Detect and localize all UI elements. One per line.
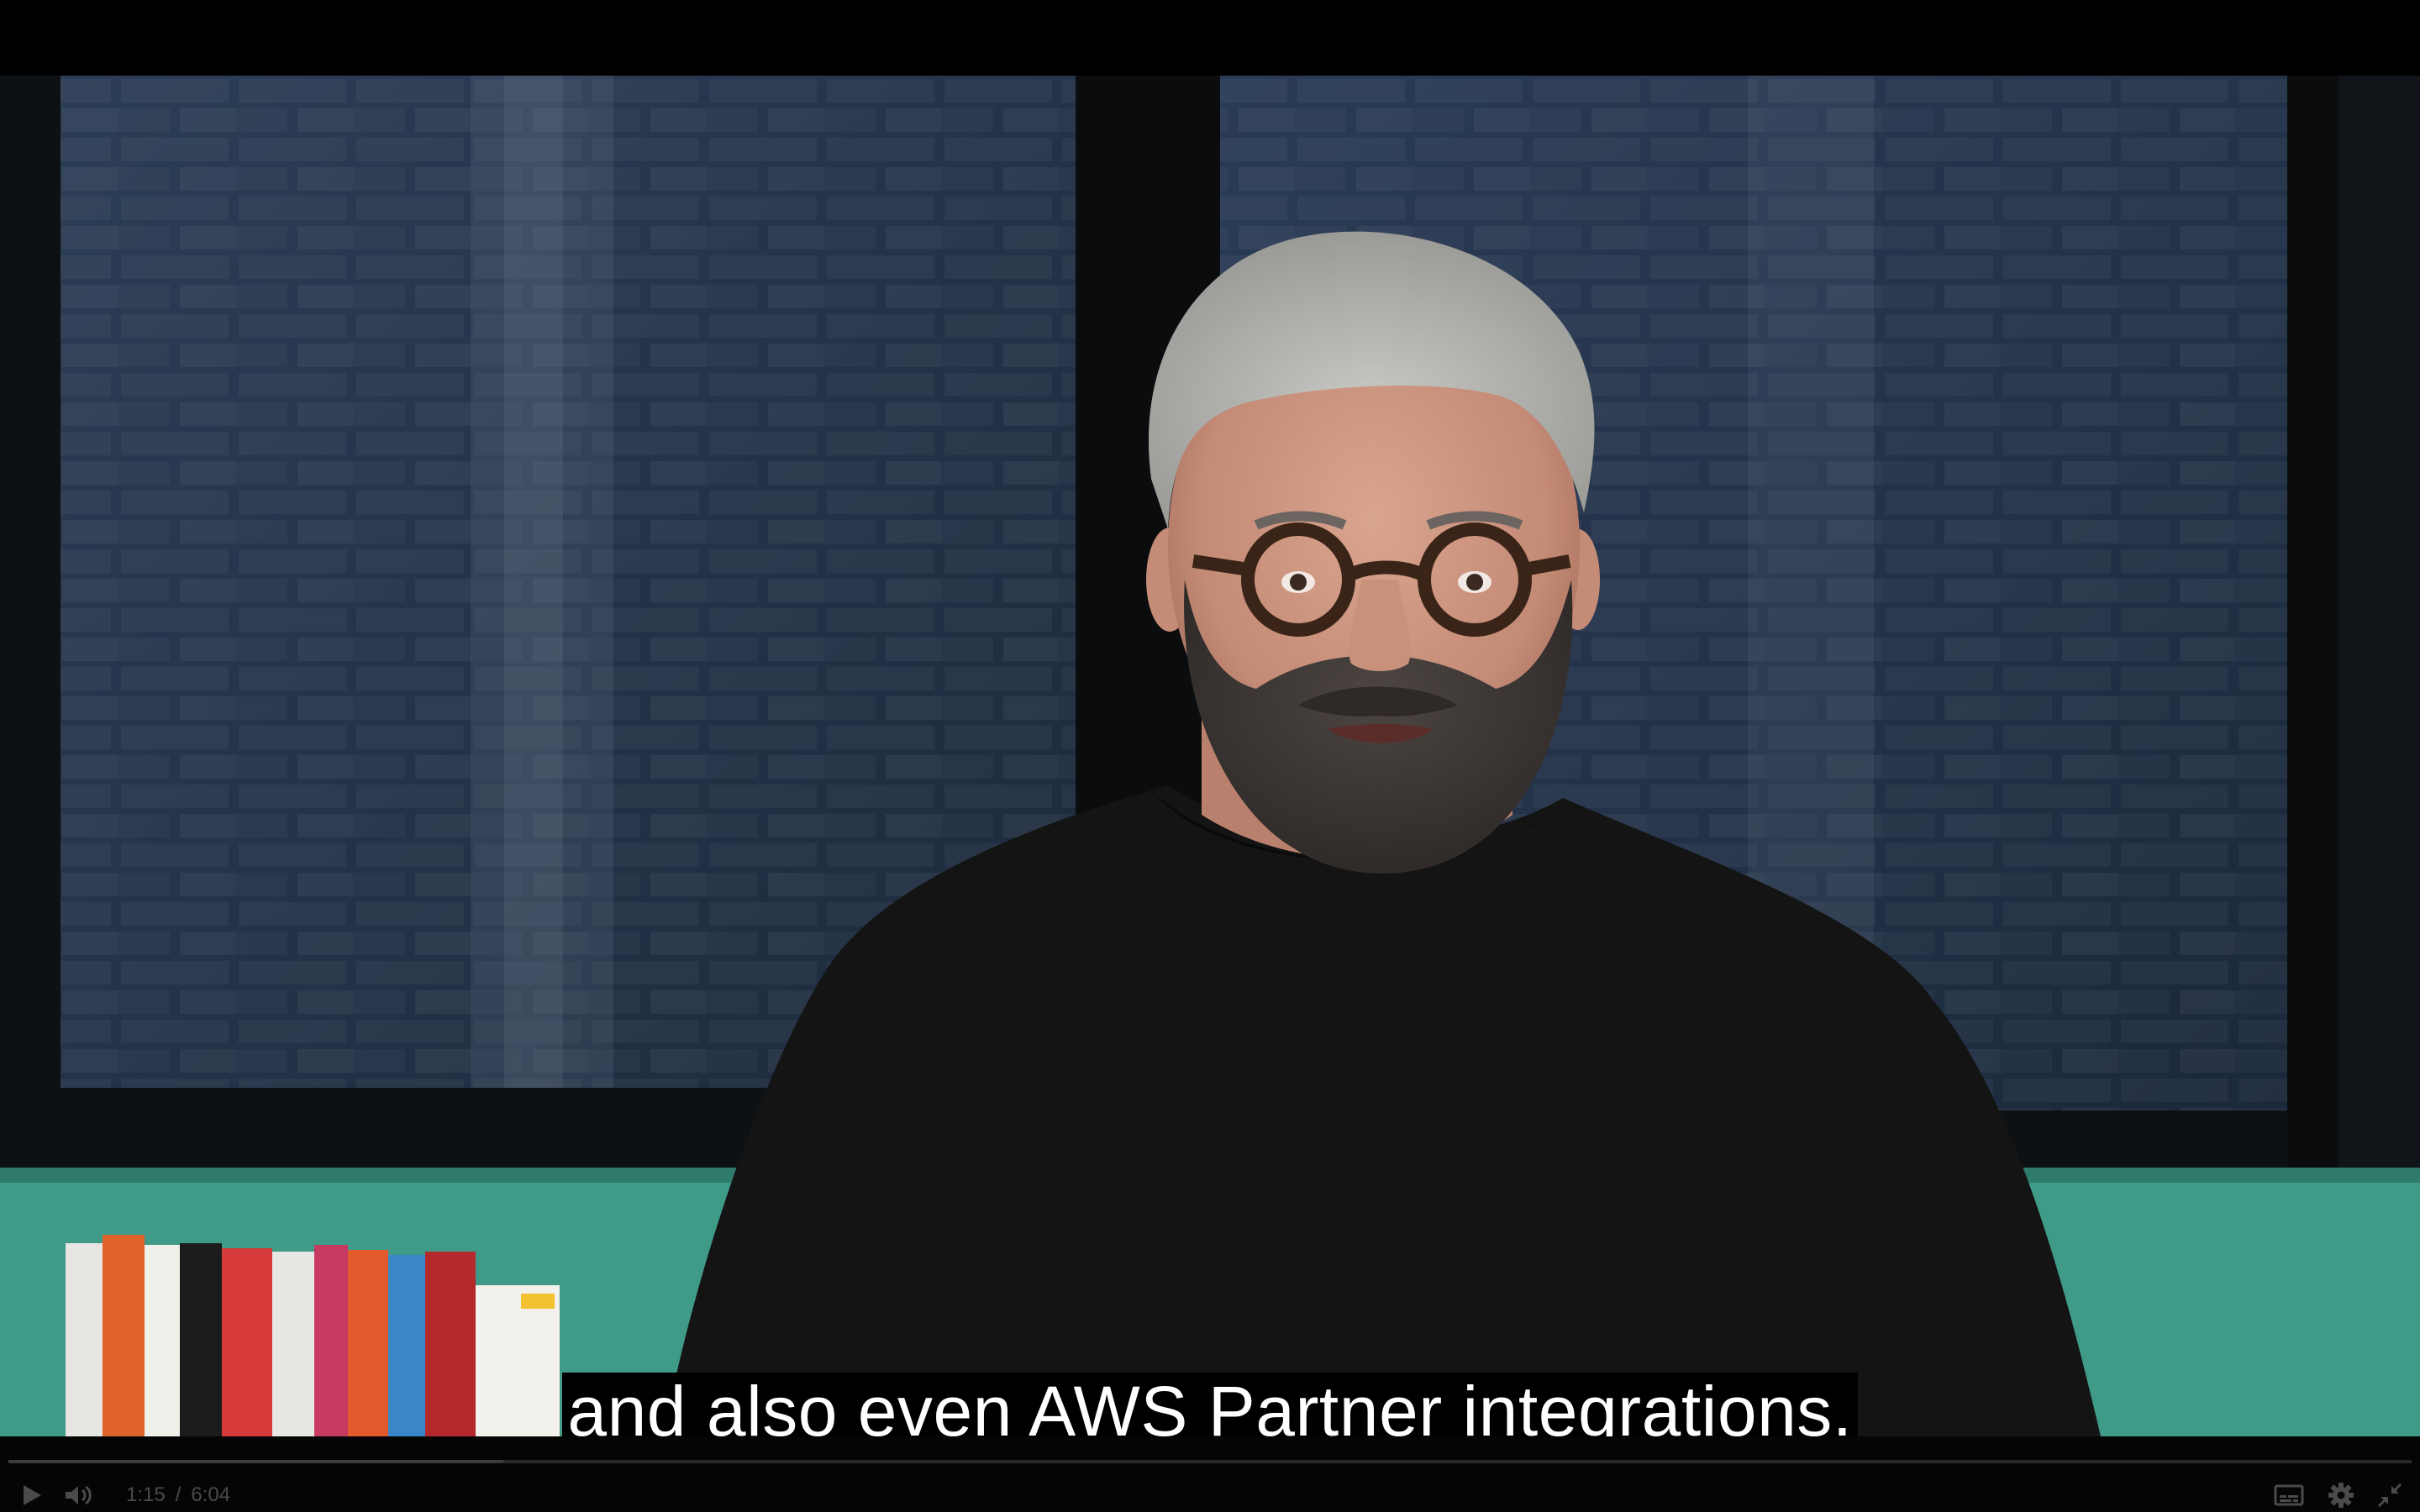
play-button[interactable]: [15, 1480, 49, 1510]
volume-icon: [66, 1485, 92, 1505]
exit-fullscreen-icon: [2377, 1483, 2402, 1508]
progress-fill: [8, 1460, 504, 1463]
total-time: 6:04: [191, 1483, 231, 1506]
time-separator: /: [175, 1483, 182, 1506]
current-time: 1:15: [126, 1483, 166, 1506]
video-frame[interactable]: [0, 76, 2420, 1436]
play-icon: [24, 1485, 41, 1505]
video-still-image: [0, 76, 2420, 1436]
time-display: 1:15 / 6:04: [126, 1483, 230, 1508]
exit-fullscreen-button[interactable]: [2373, 1480, 2407, 1510]
progress-bar[interactable]: [8, 1460, 2412, 1463]
presenter: [664, 231, 2101, 1436]
control-bar: 1:15 / 6:04: [0, 1436, 2420, 1512]
gear-icon: [2328, 1483, 2354, 1508]
books-stack: [66, 1235, 560, 1436]
volume-button[interactable]: [62, 1480, 96, 1510]
captions-button[interactable]: [2272, 1480, 2306, 1510]
settings-button[interactable]: [2324, 1480, 2358, 1510]
captions-icon: [2274, 1484, 2304, 1506]
